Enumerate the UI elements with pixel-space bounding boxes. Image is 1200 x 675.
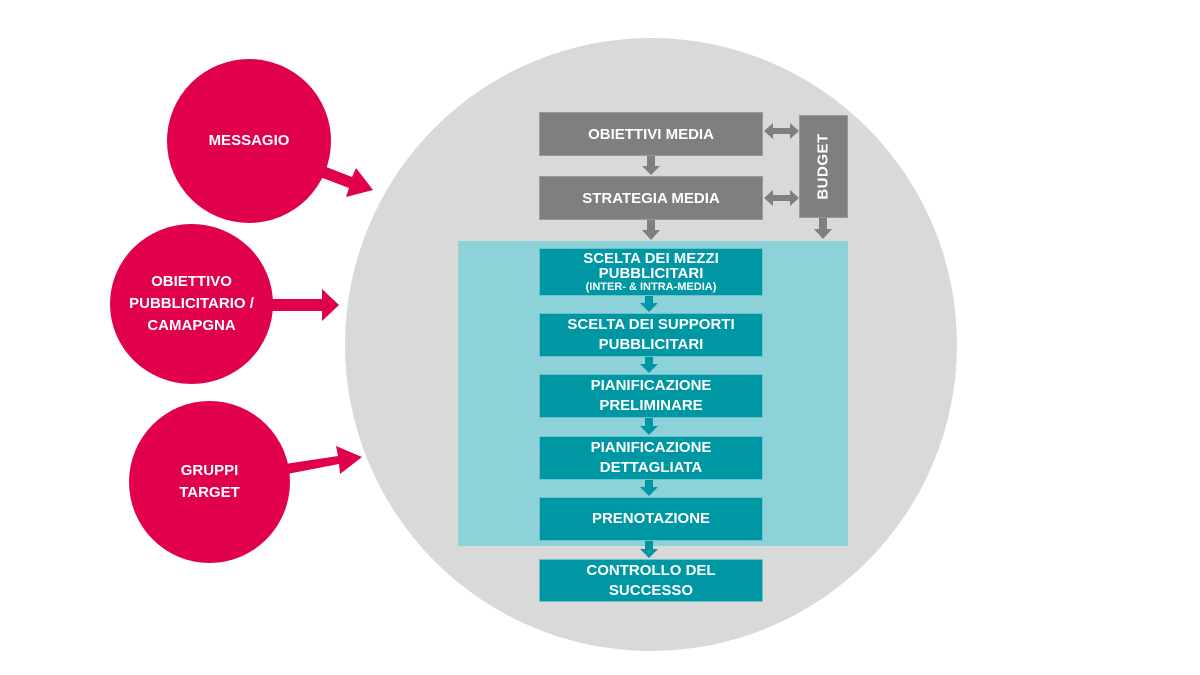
- arrow-down-icon: [640, 541, 658, 558]
- step-label: SCELTA DEI SUPPORTI PUBBLICITARI: [567, 316, 735, 353]
- step-label: PRENOTAZIONE: [591, 510, 711, 527]
- input-label: OBIETTIVO PUBBLICITARIO / CAMAPGNA: [129, 273, 254, 334]
- arrow-down-icon: [642, 156, 660, 175]
- arrow-down-icon: [642, 220, 660, 240]
- arrow-down-icon: [814, 218, 832, 239]
- step-sublabel: (INTER- & INTRA-MEDIA): [585, 281, 717, 293]
- input-circle-target: GRUPPI TARGET: [129, 401, 290, 563]
- arrow-messagio-icon: [312, 163, 373, 197]
- arrow-obiettivo-icon: [270, 289, 339, 321]
- arrow-down-icon: [640, 296, 658, 312]
- double-arrow-icon: [764, 123, 799, 139]
- arrow-down-icon: [640, 418, 658, 435]
- step-label: STRATEGIA MEDIA: [582, 189, 720, 207]
- input-label: GRUPPI TARGET: [179, 462, 240, 501]
- input-circle-messagio: MESSAGIO: [167, 59, 331, 223]
- step-scelta-supporti: SCELTA DEI SUPPORTI PUBBLICITARI: [539, 313, 763, 357]
- step-label: SCELTA DEI MEZZI PUBBLICITARI: [583, 250, 719, 282]
- step-obiettivi-media: OBIETTIVI MEDIA: [539, 112, 763, 156]
- step-label: PIANIFICAZIONE DETTAGLIATA: [590, 439, 712, 476]
- step-controllo-successo: CONTROLLO DEL SUCCESSO: [539, 559, 763, 602]
- arrow-down-icon: [640, 480, 658, 496]
- step-scelta-mezzi: SCELTA DEI MEZZI PUBBLICITARI (INTER- & …: [539, 248, 763, 296]
- arrow-down-icon: [640, 357, 658, 373]
- double-arrow-icon: [764, 190, 799, 206]
- step-pianificazione-preliminare: PIANIFICAZIONE PRELIMINARE: [539, 374, 763, 418]
- step-prenotazione: PRENOTAZIONE: [539, 497, 763, 541]
- input-label: MESSAGIO: [208, 132, 290, 149]
- step-label: PIANIFICAZIONE PRELIMINARE: [590, 377, 712, 414]
- step-pianificazione-dettagliata: PIANIFICAZIONE DETTAGLIATA: [539, 436, 763, 480]
- step-strategia-media: STRATEGIA MEDIA: [539, 176, 763, 220]
- input-circle-obiettivo: OBIETTIVO PUBBLICITARIO / CAMAPGNA: [110, 224, 273, 384]
- arrow-target-icon: [285, 446, 362, 474]
- step-label: CONTROLLO DEL SUCCESSO: [586, 561, 716, 599]
- budget-box: BUDGET: [799, 115, 848, 218]
- step-label: OBIETTIVI MEDIA: [588, 125, 714, 143]
